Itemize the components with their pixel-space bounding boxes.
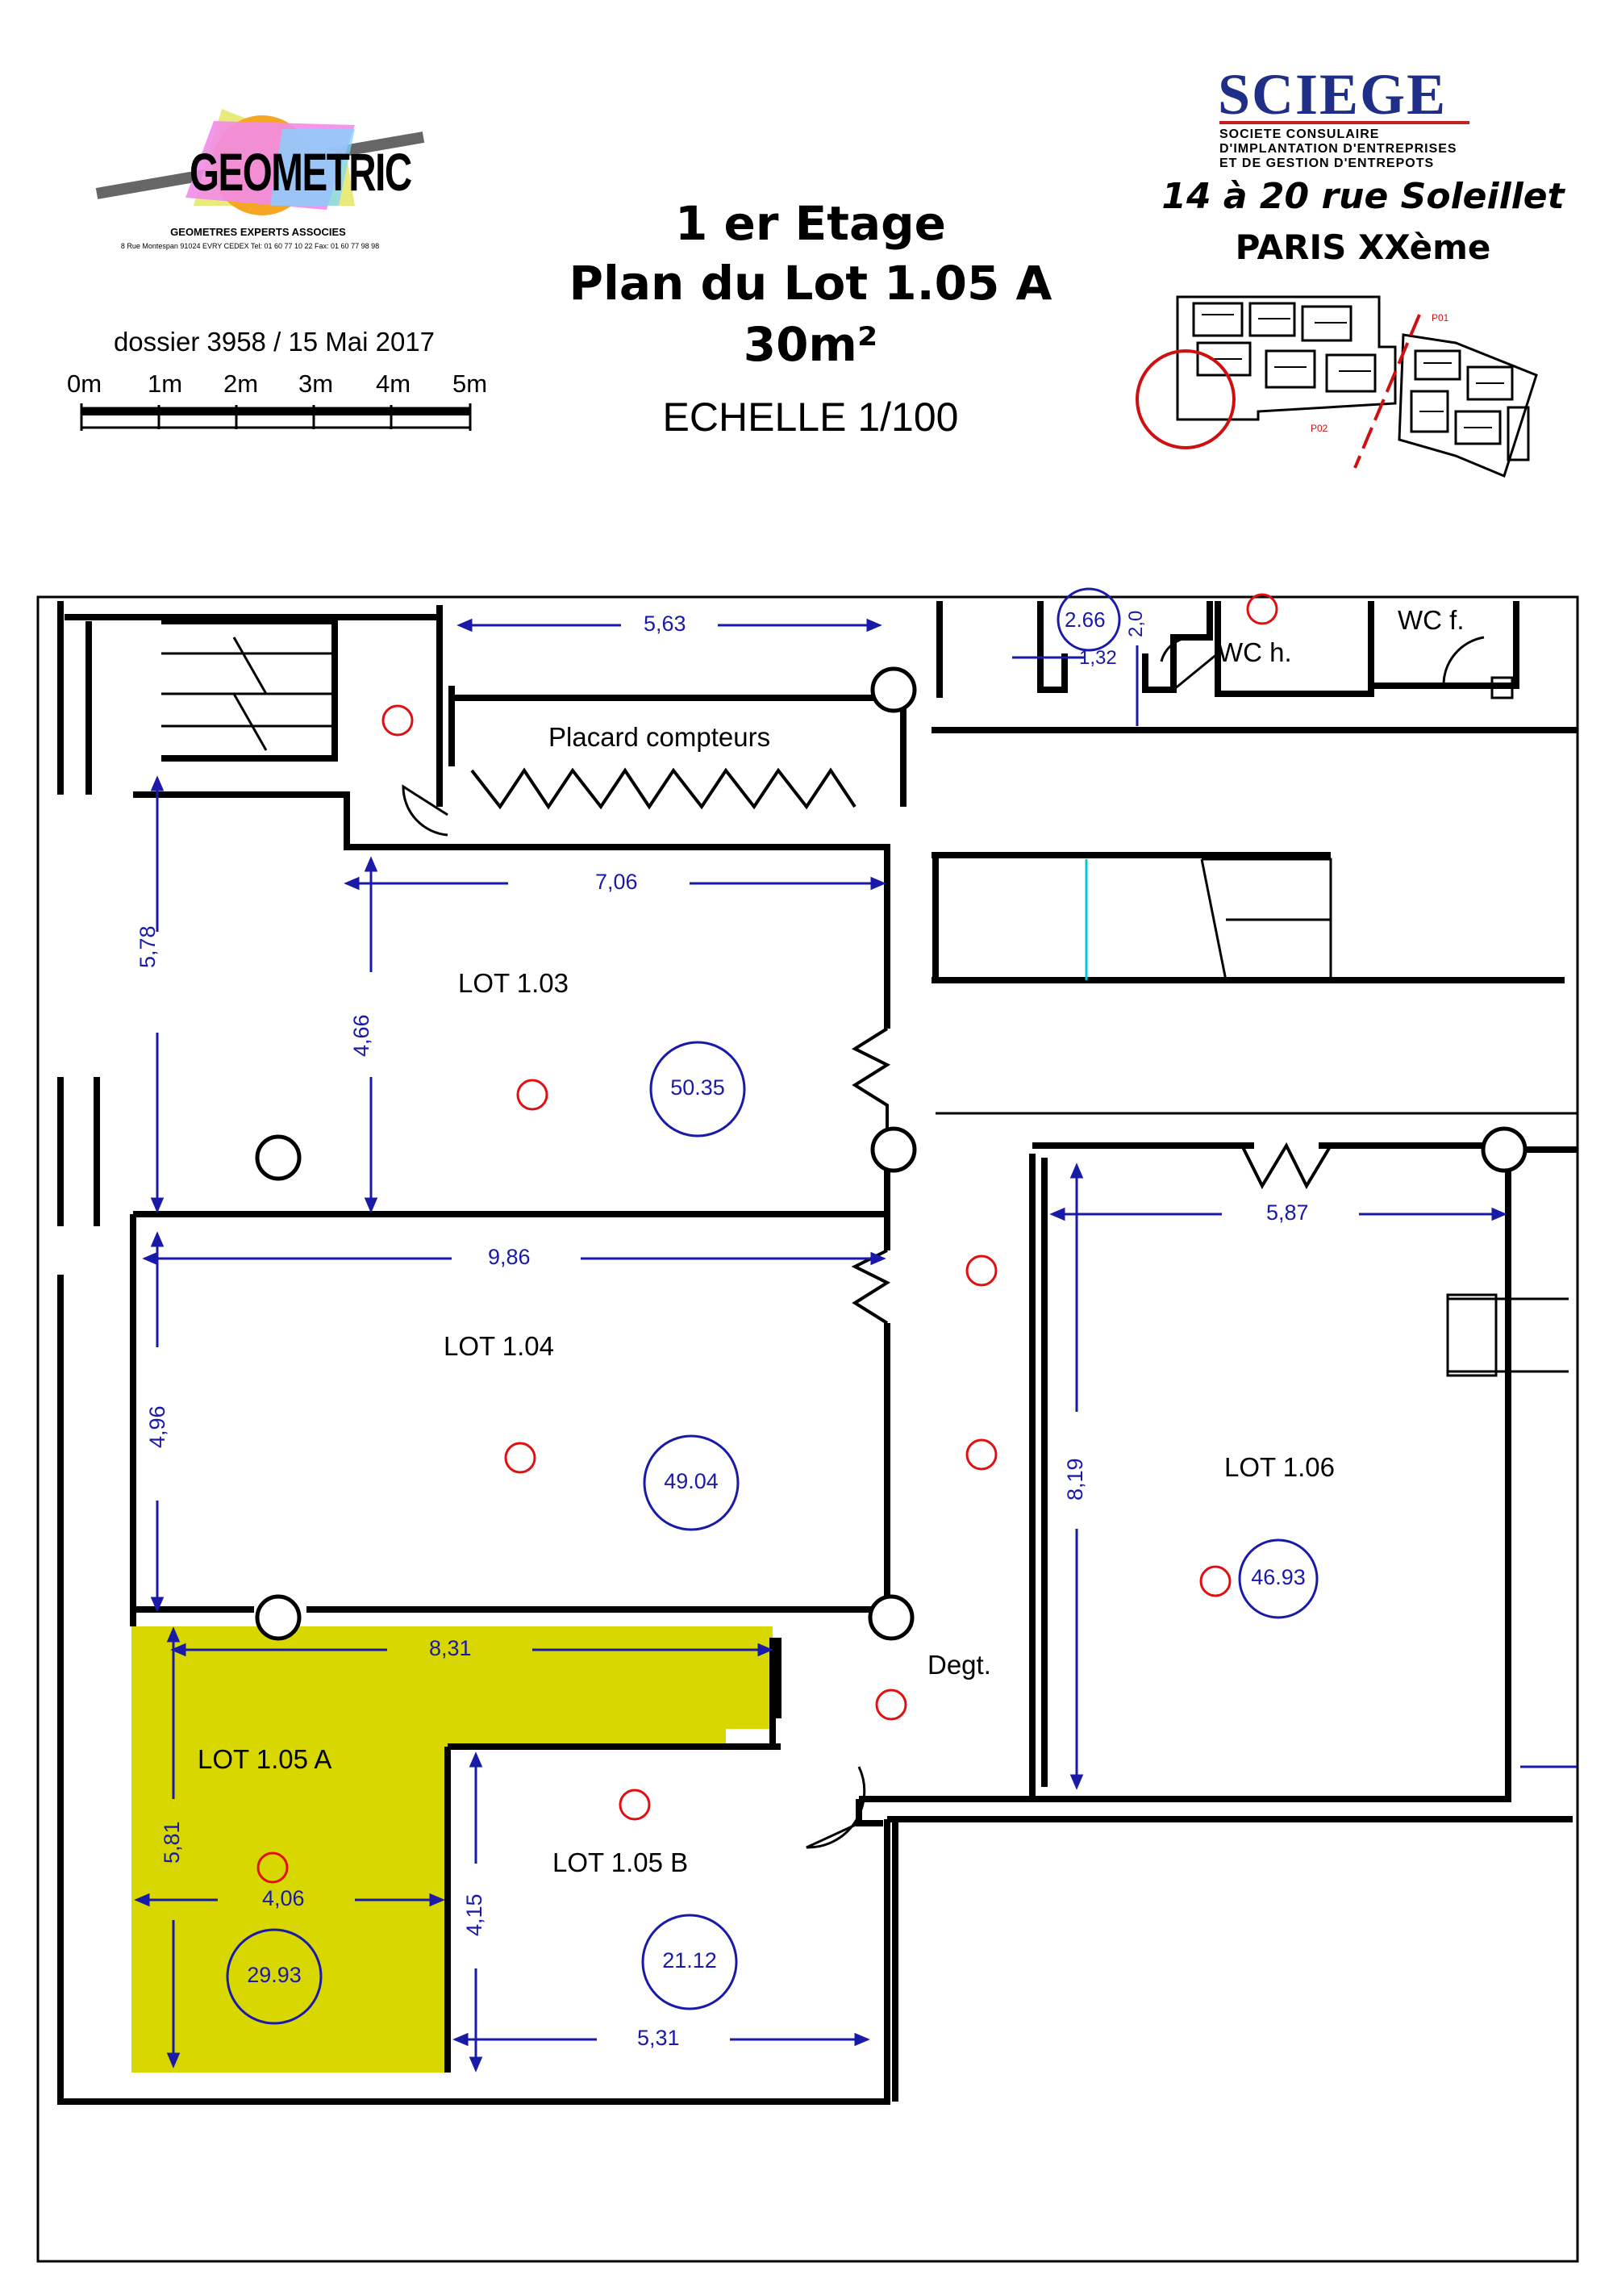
room-label-lot-106: LOT 1.06 [1224,1452,1335,1482]
dim-406: 4,06 [262,1886,305,1910]
scale-tick-2: 2m [223,369,259,398]
plan-border [36,595,1579,2263]
dimension-lines [134,618,1577,2073]
address-line-2: PARIS XXème [1235,228,1491,267]
dim-563: 5,63 [644,612,686,636]
area-lot-105b: 21.12 [662,1948,717,1972]
geometric-logo [95,109,425,215]
title-floor: 1 er Etage [674,196,947,251]
room-label-lot-103: LOT 1.03 [458,968,569,998]
red-markers [256,593,1278,1884]
scale-tick-3: 3m [298,369,334,398]
geometric-address: 8 Rue Montespan 91024 EVRY CEDEX Tel: 01… [120,242,380,250]
dim-587: 5,87 [1266,1200,1309,1225]
location-key-map: P01 P02 [1136,295,1538,478]
lot-105a-highlight [131,1626,773,2073]
dossier-text: dossier 3958 / 15 Mai 2017 [113,327,436,357]
sciege-underline [1219,121,1469,124]
dim-578: 5,78 [135,925,160,968]
scale-bar [80,403,472,431]
placard-doors [470,767,857,810]
placard-label: Placard compteurs [548,722,771,752]
dim-819: 8,19 [1063,1458,1087,1501]
sciege-line-2: D'IMPLANTATION D'ENTREPRISES [1219,142,1457,156]
scale-tick-1: 1m [148,369,183,398]
small-area-label: 2.66 [1065,607,1106,632]
area-lot-106: 46.93 [1251,1565,1306,1589]
sciege-logo: SCIEGE [1218,62,1448,127]
dim-496: 4,96 [145,1405,169,1448]
dim-581: 5,81 [160,1821,184,1864]
wc-f-label: WC f. [1398,605,1465,635]
area-lot-104: 49.04 [664,1469,719,1493]
address-line-1: 14 à 20 rue Soleillet [1161,176,1565,217]
svg-text:P02: P02 [1311,423,1328,434]
scale-tick-0: 0m [67,369,102,398]
dim-415: 4,15 [462,1893,486,1936]
dim-20: 2,0 [1125,610,1147,637]
dim-531: 5,31 [637,2026,680,2050]
area-lot-105a: 29.93 [247,1963,302,1987]
area-lot-103: 50.35 [670,1075,725,1100]
dim-132: 1,32 [1079,647,1117,669]
geometric-subtitle: GEOMETRES EXPERTS ASSOCIES [170,226,346,238]
columns [255,666,1528,1641]
room-label-lot-104: LOT 1.04 [444,1331,554,1361]
echelle: ECHELLE 1/100 [662,394,959,440]
room-label-lot-105a: LOT 1.05 A [198,1744,332,1774]
dim-706: 7,06 [595,870,638,894]
scale-tick-5: 5m [452,369,488,398]
degt-label: Degt. [927,1650,991,1680]
sciege-line-1: SOCIETE CONSULAIRE [1219,127,1380,141]
dim-986: 9,86 [488,1245,531,1269]
wc-h-label: WC h. [1218,637,1292,667]
scale-tick-4: 4m [376,369,411,398]
dim-466: 4,66 [349,1014,373,1057]
dim-831: 8,31 [429,1636,472,1660]
title-area: 30m² [743,317,878,372]
stair-details [161,637,1577,1377]
svg-text:P01: P01 [1432,312,1449,324]
sciege-line-3: ET DE GESTION D'ENTREPOTS [1219,157,1435,170]
title-plan: Plan du Lot 1.05 A [569,256,1052,311]
area-circles [226,587,1319,2025]
room-label-lot-105b: LOT 1.05 B [552,1847,689,1877]
